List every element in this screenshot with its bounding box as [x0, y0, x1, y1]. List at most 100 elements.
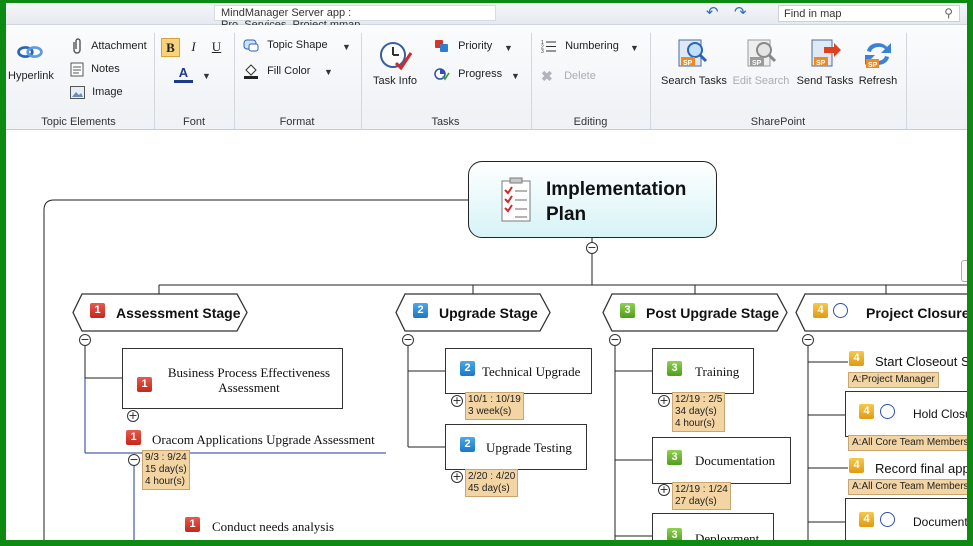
stage-closure-label[interactable]: Project Closure & [866, 305, 973, 321]
image-button[interactable]: Image [70, 86, 123, 99]
task-info-training: 12/19 : 2/5 34 day(s) 4 hour(s) [672, 392, 726, 432]
topic-record-final-label[interactable]: Record final appr [875, 461, 973, 476]
priority-4-icon: 4 [859, 512, 874, 527]
priority-2-icon: 2 [460, 437, 475, 452]
map-canvas[interactable]: Implementation Plan − 1 Assessment Stage… [6, 130, 973, 540]
topic-shape-label: Topic Shape [267, 38, 328, 51]
search-tasks-button[interactable]: SP Search Tasks [661, 37, 727, 93]
notes-button[interactable]: Notes [70, 62, 120, 77]
underline-button[interactable]: U [211, 39, 222, 54]
image-label: Image [92, 86, 123, 99]
undo-icon[interactable]: ↶ [706, 4, 719, 21]
stage-post-upgrade-label[interactable]: Post Upgrade Stage [646, 305, 780, 321]
svg-text:2: 2 [541, 45, 544, 51]
topic-upgrade-testing[interactable]: 2 Upgrade Testing [445, 424, 587, 470]
progress-button[interactable]: Progress [434, 67, 502, 81]
stage-assessment-label[interactable]: Assessment Stage [116, 305, 241, 321]
topic-start-closeout-label[interactable]: Start Closeout St [875, 354, 973, 369]
delete-label: Delete [564, 70, 596, 83]
topic-shape-button[interactable]: Topic Shape [243, 38, 328, 52]
refresh-button[interactable]: SP Refresh [858, 37, 898, 93]
expand-technical-toggle[interactable]: + [451, 394, 463, 407]
priority-1-icon: 1 [137, 377, 152, 392]
font-color-dropdown-icon[interactable]: ▼ [202, 71, 211, 81]
redo-icon[interactable]: ↷ [734, 4, 747, 21]
topic-shape-dropdown-icon[interactable]: ▼ [342, 42, 351, 52]
search-icon[interactable]: ⚲ [944, 6, 953, 20]
collapse-oracom-toggle[interactable]: − [128, 453, 140, 466]
progress-dropdown-icon[interactable]: ▼ [511, 71, 520, 81]
priority-3-icon: 3 [667, 528, 682, 540]
expand-documentation-toggle[interactable]: + [658, 483, 670, 496]
paint-bucket-icon [244, 64, 258, 79]
priority-3-icon[interactable]: 3 [620, 303, 635, 318]
send-tasks-button[interactable]: SP Send Tasks [796, 37, 854, 93]
topic-bpe-assessment[interactable]: 1 Business Process Effectiveness Assessm… [122, 348, 343, 409]
priority-1-icon[interactable]: 1 [185, 517, 200, 532]
collapse-closure-toggle[interactable]: − [802, 333, 814, 346]
topic-deployment[interactable]: 3 Deployment [652, 513, 774, 540]
find-in-map-input[interactable] [784, 7, 934, 20]
italic-button[interactable]: I [191, 39, 196, 54]
priority-3-icon: 3 [667, 450, 682, 465]
progress-0-icon[interactable] [833, 303, 848, 318]
font-color-button[interactable]: A [174, 65, 193, 83]
svg-text:SP: SP [752, 60, 762, 67]
collapse-post-upgrade-toggle[interactable]: − [609, 333, 621, 346]
ribbon-separator [906, 33, 907, 129]
task-duration: 3 week(s) [468, 406, 512, 417]
topic-document-lessons[interactable]: 4 Document l [845, 498, 973, 540]
collapse-central-toggle[interactable]: − [586, 241, 598, 254]
priority-2-icon[interactable]: 2 [413, 303, 428, 318]
delete-icon: ✖ [541, 68, 553, 84]
topic-oracom-label[interactable]: Oracom Applications Upgrade Assessment [152, 432, 375, 447]
expand-testing-toggle[interactable]: + [451, 470, 463, 483]
expand-training-toggle[interactable]: + [658, 394, 670, 407]
priority-4-icon[interactable]: 4 [849, 351, 864, 366]
priority-4-icon[interactable]: 4 [849, 458, 864, 473]
topic-technical-upgrade[interactable]: 2 Technical Upgrade [445, 348, 592, 394]
numbering-icon: 123 [541, 40, 556, 53]
resource-project-manager: A:Project Manager [848, 372, 939, 388]
priority-1-icon[interactable]: 1 [126, 430, 141, 445]
search-tasks-label: Search Tasks [661, 75, 727, 87]
task-info-button[interactable]: Task Info [370, 37, 420, 93]
topic-document-lessons-label: Document l [913, 515, 973, 529]
collapse-assessment-toggle[interactable]: − [79, 333, 91, 346]
task-info-label: Task Info [372, 75, 418, 87]
delete-button[interactable]: ✖ Delete [541, 68, 596, 85]
group-label-editing: Editing [573, 116, 608, 128]
stage-upgrade-label[interactable]: Upgrade Stage [439, 305, 538, 321]
topic-shape-icon [243, 39, 259, 52]
fill-color-button[interactable]: Fill Color [243, 63, 310, 79]
side-panel-handle[interactable] [961, 260, 967, 282]
priority-button[interactable]: Priority [434, 39, 492, 53]
topic-hold-closeout[interactable]: 4 Hold Closu [845, 391, 967, 437]
numbering-dropdown-icon[interactable]: ▼ [630, 43, 639, 53]
collapse-upgrade-toggle[interactable]: − [402, 333, 414, 346]
find-in-map-box[interactable]: ⚲ [778, 5, 960, 22]
priority-icon [435, 40, 448, 52]
fill-color-dropdown-icon[interactable]: ▼ [324, 67, 333, 77]
stage-post-upgrade-outline [602, 293, 788, 332]
central-topic[interactable]: Implementation Plan [468, 161, 717, 238]
task-info-testing: 2/20 : 4/20 45 day(s) [465, 469, 519, 497]
edit-search-label: Edit Search [732, 75, 790, 87]
topic-needs-analysis-label[interactable]: Conduct needs analysis [212, 519, 335, 534]
group-label-topic-elements: Topic Elements [41, 116, 116, 128]
notes-icon [70, 62, 84, 77]
priority-1-icon[interactable]: 1 [90, 303, 105, 318]
attachment-button[interactable]: Attachment [70, 38, 147, 54]
expand-bpe-toggle[interactable]: + [127, 409, 139, 422]
bold-button[interactable]: B [161, 38, 180, 57]
topic-training[interactable]: 3 Training [652, 348, 754, 394]
progress-0-icon [880, 512, 895, 527]
priority-dropdown-icon[interactable]: ▼ [504, 43, 513, 53]
priority-4-icon[interactable]: 4 [813, 303, 828, 318]
hyperlink-button[interactable]: Hyperlink [8, 35, 54, 87]
edit-search-button[interactable]: SP Edit Search [732, 37, 790, 93]
task-dates: 12/19 : 2/5 [675, 394, 723, 405]
topic-documentation[interactable]: 3 Documentation [652, 437, 791, 484]
svg-text:3: 3 [541, 49, 544, 53]
